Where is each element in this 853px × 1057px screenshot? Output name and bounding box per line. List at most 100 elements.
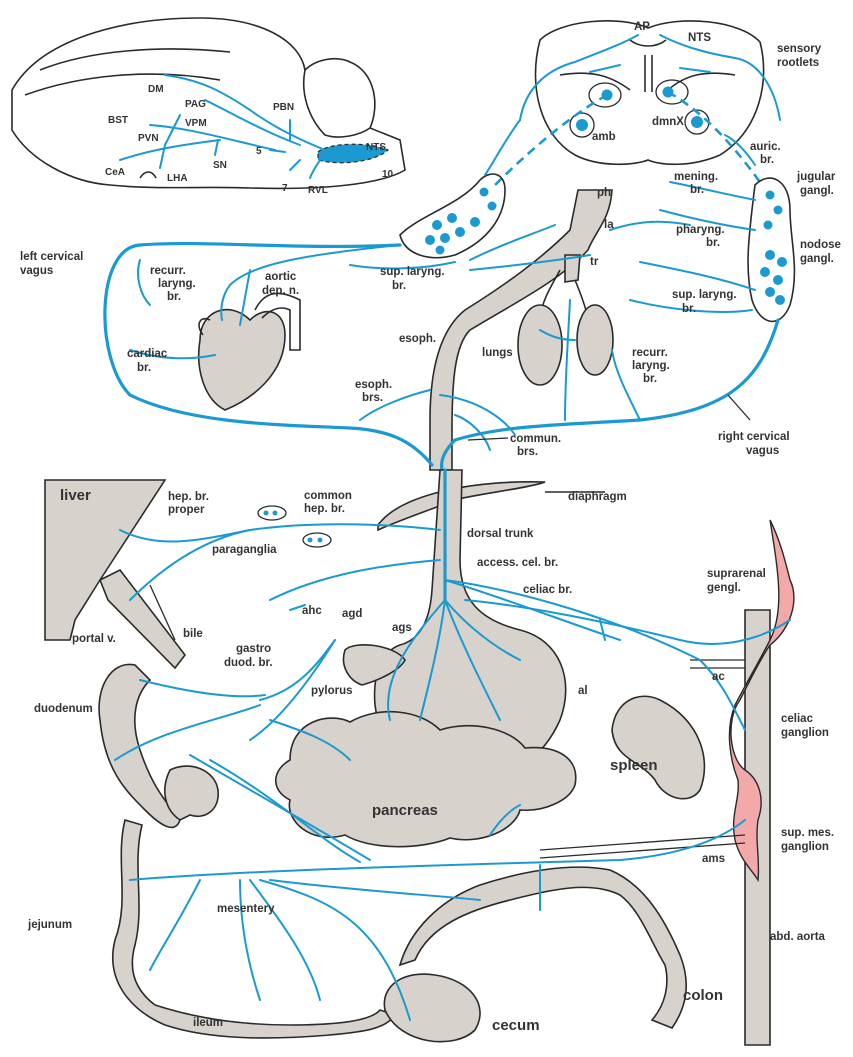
label-la: la [604, 219, 614, 231]
label-jejunum: jejunum [27, 919, 72, 931]
label-pylorus: pylorus [311, 685, 353, 697]
label-NTS-brain: NTS [366, 142, 386, 153]
label-recurr-right-2: laryng. [632, 360, 670, 372]
label-VPM: VPM [185, 118, 207, 129]
label-common-hep-2: hep. br. [304, 503, 345, 515]
label-right-cervical-2: vagus [746, 445, 779, 457]
label-LHA: LHA [167, 173, 188, 184]
label-ph: ph [597, 187, 611, 199]
label-cecum: cecum [492, 1017, 540, 1034]
label-mesentery: mesentery [217, 903, 275, 915]
label-supmes-1: sup. mes. [781, 827, 834, 839]
label-amb: amb [592, 131, 616, 143]
label-celiac-br: celiac br. [523, 584, 572, 596]
label-PAG: PAG [185, 99, 206, 110]
label-dorsal-trunk: dorsal trunk [467, 528, 534, 540]
label-agd: agd [342, 608, 362, 620]
label-7: 7 [282, 183, 288, 194]
left-lung [518, 305, 562, 385]
label-cardiac-2: br. [137, 362, 151, 374]
label-AP: AP [634, 21, 650, 33]
label-mening-2: br. [690, 184, 704, 196]
label-recurr-right-1: recurr. [632, 347, 668, 359]
label-celiac-ganglion-1: celiac [781, 713, 814, 725]
label-left-cervical-1: left cervical [20, 251, 83, 263]
label-nodose-2: gangl. [800, 253, 834, 265]
label-esoph-brs-2: brs. [362, 392, 383, 404]
label-gastro-1: gastro [236, 643, 271, 655]
label-right-cervical-1: right cervical [718, 431, 790, 443]
label-RVL: RVL [308, 185, 328, 196]
label-esoph-brs-1: esoph. [355, 379, 392, 391]
label-hep-proper-2: proper [168, 504, 205, 516]
label-sup-laryng-left-1: sup. laryng. [380, 266, 445, 278]
right-lung [577, 305, 613, 375]
label-sensory-rootlets-2: rootlets [777, 57, 819, 69]
label-DM: DM [148, 84, 164, 95]
label-ac: ac [712, 671, 725, 683]
label-celiac-ganglion-2: ganglion [781, 727, 829, 739]
label-recurr-left-1: recurr. [150, 265, 186, 277]
label-auric-br-1: auric. [750, 141, 781, 153]
label-auric-br-2: br. [760, 154, 774, 166]
label-recurr-left-3: br. [167, 291, 181, 303]
dashed-motor-left [495, 95, 607, 185]
cecum-shape [384, 974, 480, 1042]
label-left-cervical-2: vagus [20, 265, 53, 277]
label-portal-v: portal v. [72, 633, 116, 645]
label-ileum: ileum [193, 1017, 223, 1029]
label-jugular-2: gangl. [800, 185, 834, 197]
label-spleen: spleen [610, 757, 658, 774]
label-PVN: PVN [138, 133, 159, 144]
label-dmnX: dmnX [652, 116, 684, 128]
label-jugular-1: jugular [796, 171, 836, 183]
left-ganglia [400, 174, 505, 258]
label-ahc: ahc [302, 605, 322, 617]
label-mening-1: mening. [674, 171, 718, 183]
label-suprarenal-2: gengl. [707, 582, 741, 594]
label-NTS-stem: NTS [688, 32, 711, 44]
label-pharyng-1: pharyng. [676, 224, 725, 236]
label-cardiac-1: cardiac [127, 348, 168, 360]
label-SN: SN [213, 160, 227, 171]
label-recurr-left-2: laryng. [158, 278, 196, 290]
label-al: al [578, 685, 588, 697]
label-commun-2: brs. [517, 446, 538, 458]
heart [199, 293, 300, 410]
label-ams: ams [702, 853, 725, 865]
label-gastro-2: duod. br. [224, 657, 273, 669]
brain-sagittal: DM PAG BST VPM PBN PVN SN 5 NTS CeA LHA … [12, 18, 405, 196]
label-esoph: esoph. [399, 333, 436, 345]
label-bile: bile [183, 628, 203, 640]
label-hep-proper-1: hep. br. [168, 491, 209, 503]
spleen-shape [612, 696, 704, 798]
label-aortic-2: dep. n. [262, 285, 299, 297]
label-PBN: PBN [273, 102, 294, 113]
label-sup-laryng-left-2: br. [392, 280, 406, 292]
label-abd-aorta: abd. aorta [770, 931, 826, 943]
label-pharyng-2: br. [706, 237, 720, 249]
label-lungs: lungs [482, 347, 513, 359]
label-paraganglia: paraganglia [212, 544, 277, 556]
label-CeA: CeA [105, 167, 125, 178]
label-BST: BST [108, 115, 128, 126]
label-ags: ags [392, 622, 412, 634]
label-duodenum: duodenum [34, 703, 93, 715]
label-suprarenal-1: suprarenal [707, 568, 766, 580]
label-recurr-right-3: br. [643, 373, 657, 385]
label-5: 5 [256, 146, 262, 157]
label-liver: liver [60, 487, 91, 504]
label-supmes-2: ganglion [781, 841, 829, 853]
label-nodose-1: nodose [800, 239, 841, 251]
label-common-hep-1: common [304, 490, 352, 502]
label-access-cel: access. cel. br. [477, 557, 558, 569]
label-commun-1: commun. [510, 433, 561, 445]
label-sup-laryng-right-1: sup. laryng. [672, 289, 737, 301]
label-10: 10 [382, 169, 394, 180]
label-diaphragm: diaphragm [568, 491, 627, 503]
label-aortic-1: aortic [265, 271, 297, 283]
label-sensory-rootlets-1: sensory [777, 43, 822, 55]
label-sup-laryng-right-2: br. [682, 303, 696, 315]
label-colon: colon [683, 987, 723, 1004]
